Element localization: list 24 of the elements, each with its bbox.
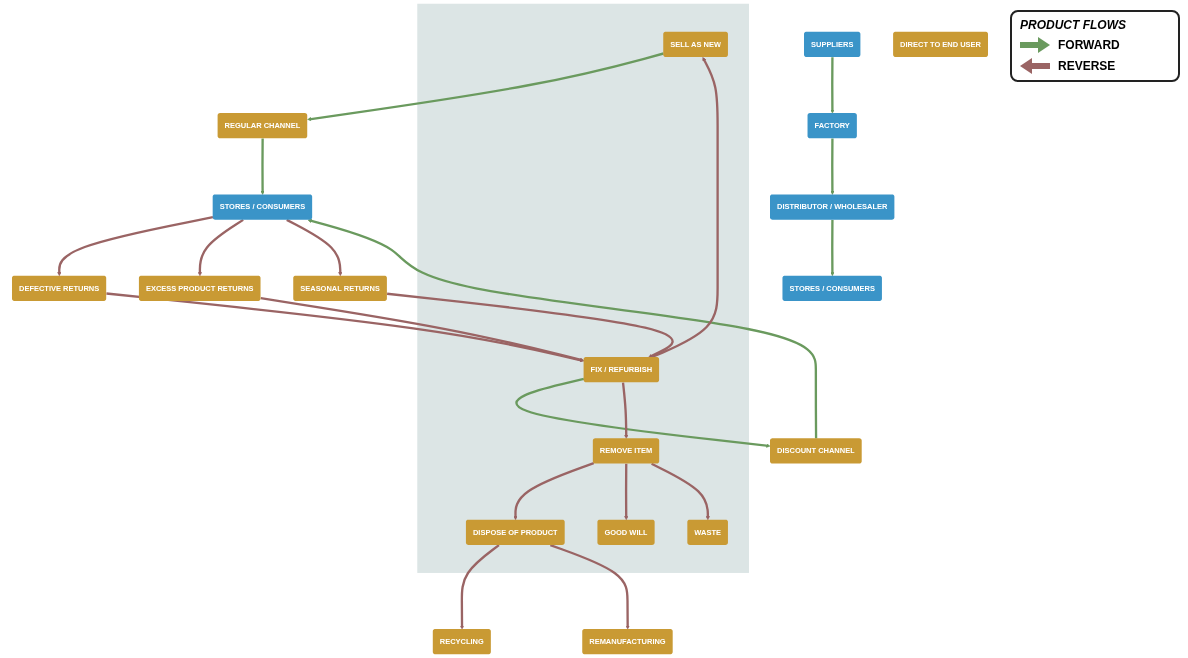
arrow: [260, 297, 584, 362]
legend-label: FORWARD: [1058, 38, 1120, 52]
arrow: [106, 292, 584, 363]
arrow: [624, 463, 629, 521]
arrow: [621, 382, 629, 439]
arrow: [307, 218, 818, 439]
legend-label: REVERSE: [1058, 59, 1116, 73]
arrow: [830, 219, 835, 277]
arrow: [197, 218, 244, 277]
arrow: [549, 544, 630, 630]
arrow: [830, 57, 835, 114]
arrow: [57, 216, 214, 277]
arrow: [286, 218, 343, 277]
arrow: [260, 138, 265, 195]
arrow: [459, 544, 500, 630]
arrow: [387, 292, 674, 358]
arrow: [307, 52, 664, 122]
arrow: [515, 377, 771, 448]
arrow: [651, 462, 710, 521]
cluster: [417, 3, 749, 573]
arrow: [513, 462, 595, 521]
arrow: [651, 57, 719, 359]
arrow: [830, 138, 835, 195]
legend-title: PRODUCT FLOWS: [1020, 18, 1127, 32]
